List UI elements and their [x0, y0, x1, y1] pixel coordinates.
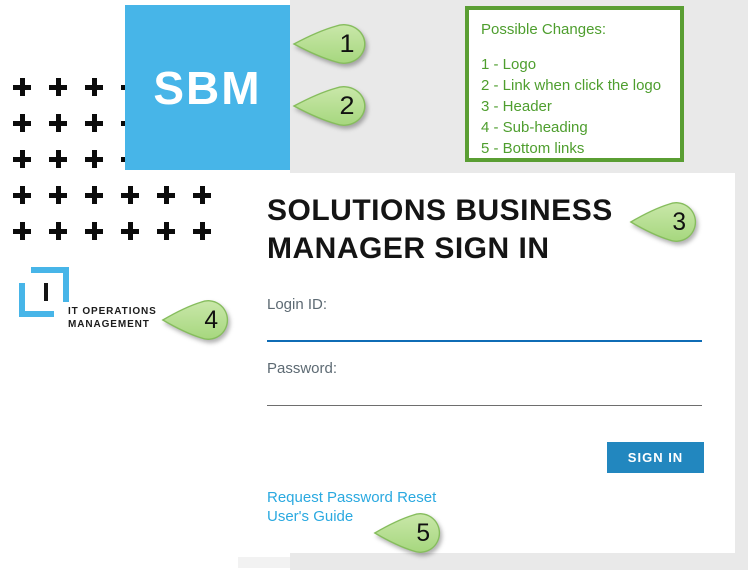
plus-icon	[76, 69, 112, 105]
plus-icon	[112, 213, 148, 249]
request-password-reset-link[interactable]: Request Password Reset	[267, 489, 437, 506]
plus-icon	[40, 213, 76, 249]
page-title: SOLUTIONS BUSINESS MANAGER SIGN IN	[267, 194, 613, 265]
users-guide-link[interactable]: User's Guide	[267, 508, 354, 525]
callout-marker-5: 5	[373, 513, 441, 553]
possible-changes-item: 3 - Header	[481, 98, 552, 115]
plus-icon	[4, 177, 40, 213]
plus-icon	[76, 213, 112, 249]
gray-right-strip	[735, 173, 748, 570]
gray-bottom-strip-light	[238, 557, 290, 568]
plus-icon	[40, 69, 76, 105]
callout-number: 1	[339, 31, 354, 58]
plus-icon	[4, 69, 40, 105]
bracket-icon	[19, 311, 54, 317]
plus-icon	[184, 177, 220, 213]
login-id-input[interactable]	[267, 314, 702, 342]
plus-icon	[112, 177, 148, 213]
plus-icon	[184, 213, 220, 249]
login-id-label: Login ID:	[267, 296, 328, 313]
callout-marker-2: 2	[292, 86, 366, 126]
bracket-icon	[63, 267, 69, 302]
callout-number: 4	[204, 307, 218, 334]
i-mark-icon	[44, 283, 48, 301]
possible-changes-box: Possible Changes: 1 - Logo 2 - Link when…	[465, 6, 684, 162]
callout-marker-4: 4	[161, 300, 229, 340]
plus-icon	[76, 141, 112, 177]
callout-marker-1: 1	[292, 24, 366, 64]
possible-changes-item: 2 - Link when click the logo	[481, 77, 662, 94]
callout-marker-3: 3	[629, 202, 697, 242]
plus-icon	[40, 105, 76, 141]
possible-changes-item: 5 - Bottom links	[481, 140, 585, 157]
plus-icon	[148, 177, 184, 213]
plus-icon	[40, 141, 76, 177]
sbm-logo-text: SBM	[153, 61, 262, 114]
gray-bottom-strip	[290, 553, 735, 570]
plus-icon	[4, 213, 40, 249]
callout-number: 2	[339, 93, 354, 120]
plus-icon	[76, 177, 112, 213]
sign-in-button[interactable]: SIGN IN	[607, 442, 704, 473]
sbm-logo[interactable]: SBM	[125, 5, 290, 170]
brand-name-line1: IT OPERATIONS	[68, 306, 157, 317]
possible-changes-title: Possible Changes:	[481, 21, 607, 38]
callout-number: 3	[672, 209, 686, 236]
plus-icon	[4, 141, 40, 177]
plus-icon	[76, 105, 112, 141]
plus-icon	[4, 105, 40, 141]
password-label: Password:	[267, 360, 338, 377]
plus-icon	[40, 177, 76, 213]
password-input[interactable]	[267, 378, 702, 406]
plus-icon	[148, 213, 184, 249]
possible-changes-item: 4 - Sub-heading	[481, 119, 588, 136]
brand-name-line2: MANAGEMENT	[68, 319, 150, 330]
bracket-icon	[19, 283, 25, 317]
brand-name: IT OPERATIONS MANAGEMENT	[68, 305, 157, 331]
possible-changes-item: 1 - Logo	[481, 56, 537, 73]
callout-number: 5	[416, 520, 430, 547]
bracket-icon	[31, 267, 69, 273]
